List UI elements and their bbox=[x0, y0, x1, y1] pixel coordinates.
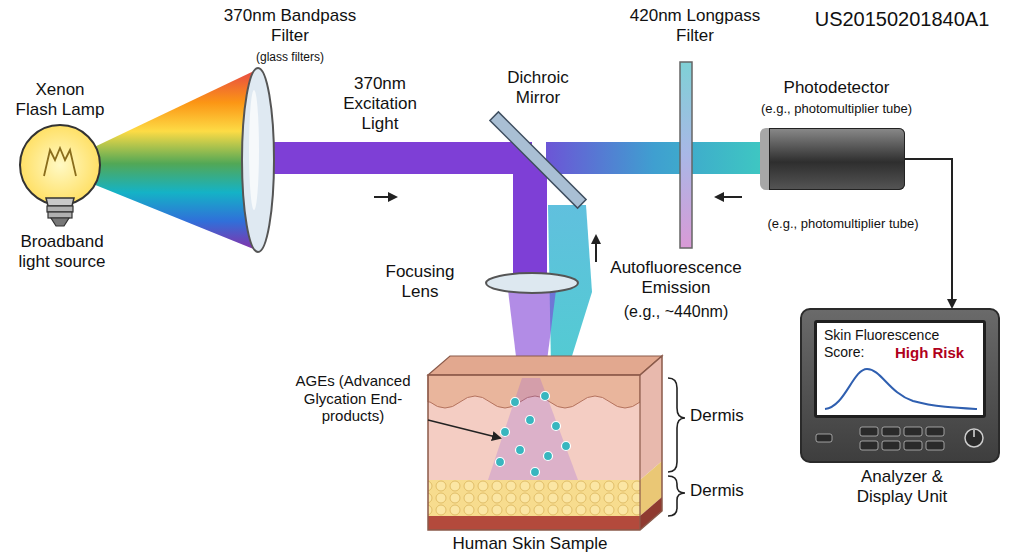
layer-bracket bbox=[668, 378, 685, 516]
callout-label: AGEs (Advanced Glycation End-products) bbox=[282, 372, 424, 425]
part-name: 420nm Longpass Filter bbox=[624, 6, 766, 46]
broadband-light-cone bbox=[88, 70, 256, 250]
beam-label: (e.g., ~440nm) bbox=[600, 303, 752, 322]
part-name: Dichroic Mirror bbox=[488, 68, 588, 108]
excitation-beam-down bbox=[513, 160, 547, 282]
bandpass-filter-lens bbox=[242, 68, 274, 252]
patent-number: US20150201840A1 bbox=[788, 8, 1016, 32]
layer-label: Dermis bbox=[690, 406, 770, 426]
age-particles bbox=[562, 442, 571, 451]
part-note: (glass filters) bbox=[222, 50, 358, 64]
xenon-lamp-bulb bbox=[44, 148, 76, 176]
control-button bbox=[882, 441, 900, 450]
skin-sample-block bbox=[640, 356, 662, 480]
control-button bbox=[926, 427, 944, 436]
layer-bracket bbox=[668, 476, 685, 516]
age-particles bbox=[511, 398, 520, 407]
bandpass-filter-lens bbox=[249, 90, 259, 210]
part-name: 370nm Bandpass Filter bbox=[222, 6, 358, 46]
leader-arrow bbox=[428, 420, 500, 438]
dichroic-mirror bbox=[490, 112, 586, 208]
layer-bracket bbox=[668, 378, 685, 472]
skin-sample-block bbox=[428, 480, 640, 516]
sample-label: Human Skin Sample bbox=[410, 534, 650, 554]
part-name: Photodetector bbox=[719, 78, 954, 98]
control-button bbox=[860, 441, 878, 450]
part-note: (e.g., photomultiplier tube) bbox=[748, 216, 938, 231]
leader-arrow bbox=[428, 420, 500, 438]
part-note: Broadband light source bbox=[6, 232, 118, 272]
control-button bbox=[882, 427, 900, 436]
control-button bbox=[860, 427, 878, 436]
xenon-lamp-bulb bbox=[46, 198, 74, 206]
age-particles bbox=[526, 416, 535, 425]
dichroic-mirror bbox=[490, 112, 586, 208]
age-particles bbox=[541, 392, 550, 401]
risk-result: High Risk bbox=[895, 344, 983, 362]
xenon-lamp-bulb bbox=[20, 125, 100, 205]
xenon-lamp-bulb bbox=[47, 206, 73, 212]
edge-layer bbox=[905, 159, 952, 307]
part-name: Xenon Flash Lamp bbox=[14, 80, 106, 120]
control-button bbox=[904, 441, 922, 450]
xenon-lamp-bulb bbox=[20, 125, 100, 226]
unit-label: Analyzer & Display Unit bbox=[837, 467, 967, 507]
direction-arrow bbox=[374, 196, 396, 198]
longpass-filter bbox=[680, 62, 692, 248]
beam-label: Autofluorescence Emission bbox=[600, 258, 752, 298]
age-particles bbox=[501, 428, 510, 437]
skin-sample-block bbox=[428, 356, 662, 530]
skin-sample-block bbox=[428, 516, 640, 530]
skin-sample-block bbox=[428, 356, 662, 530]
skin-sample-block bbox=[639, 375, 640, 530]
control-button bbox=[926, 441, 944, 450]
age-particles bbox=[516, 446, 525, 455]
xenon-lamp-bulb bbox=[51, 218, 69, 226]
bandpass-filter-lens bbox=[242, 68, 274, 252]
layer-label: Dermis bbox=[690, 481, 770, 501]
focusing-lens bbox=[486, 273, 578, 293]
age-particles bbox=[544, 452, 553, 461]
age-particles bbox=[552, 422, 561, 431]
beam-label: 370nm Excitation Light bbox=[328, 74, 432, 134]
control-knob bbox=[965, 429, 983, 447]
emission-beam bbox=[546, 142, 762, 174]
skin-sample-block bbox=[488, 378, 578, 480]
control-button bbox=[904, 427, 922, 436]
direction-arrow bbox=[595, 236, 597, 262]
skin-sample-block bbox=[428, 375, 640, 480]
signal-connector bbox=[905, 159, 952, 307]
broadband-light-cone bbox=[88, 70, 256, 250]
longpass-filter bbox=[680, 62, 692, 248]
excitation-beam bbox=[266, 142, 532, 174]
skin-sample-block bbox=[428, 480, 640, 516]
xenon-lamp-bulb bbox=[48, 212, 72, 218]
focusing-lens bbox=[486, 273, 578, 293]
age-particles bbox=[496, 392, 571, 477]
skin-sample-block bbox=[428, 356, 662, 375]
display-screen: Skin Fluorescence Score:High Risk bbox=[814, 320, 986, 418]
direction-arrow bbox=[716, 196, 742, 198]
age-particles bbox=[531, 468, 540, 477]
control-knob bbox=[973, 430, 975, 437]
age-particles bbox=[496, 458, 505, 467]
excitation-beam bbox=[266, 142, 532, 174]
direction-arrow bbox=[374, 197, 742, 262]
part-name: Focusing Lens bbox=[372, 262, 468, 302]
photodetector-box: Photodetector(e.g., photomultiplier tube… bbox=[760, 128, 905, 190]
part-note: (e.g., photomultiplier tube) bbox=[719, 101, 954, 116]
excitation-beam-down bbox=[513, 160, 547, 282]
power-button bbox=[816, 434, 832, 442]
fluorescence-curve bbox=[825, 369, 977, 409]
analyzer-unit: Analyzer & Display UnitSkin Fluorescence… bbox=[800, 308, 1000, 463]
